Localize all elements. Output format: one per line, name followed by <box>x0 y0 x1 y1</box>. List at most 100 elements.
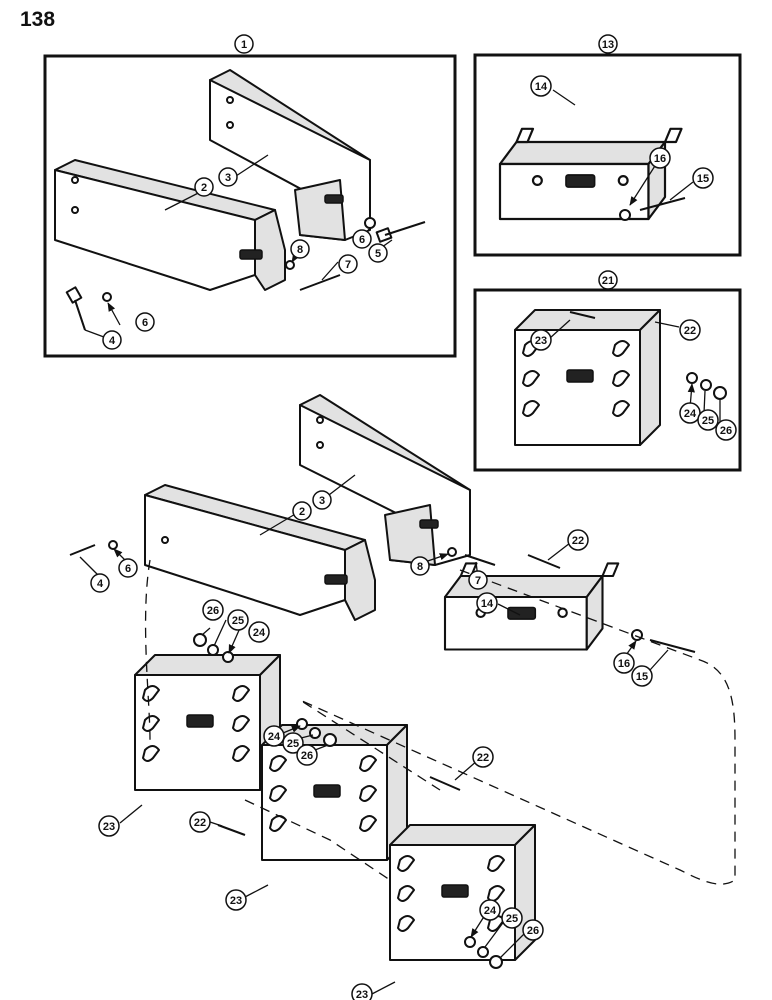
svg-text:4: 4 <box>97 578 104 590</box>
svg-text:26: 26 <box>207 605 219 617</box>
callout: 2 <box>292 501 312 521</box>
washer-8 <box>285 260 295 270</box>
washer-6-main <box>108 540 118 550</box>
svg-text:22: 22 <box>572 535 584 547</box>
svg-text:24: 24 <box>253 627 266 639</box>
callout: 6 <box>352 229 372 249</box>
callout: 23 <box>225 889 247 911</box>
nut-26-main-c <box>489 955 503 969</box>
callout: 14 <box>530 75 552 97</box>
bolt-23-main-c <box>217 824 246 836</box>
svg-text:4: 4 <box>109 335 116 347</box>
inset-box-21 <box>473 288 742 472</box>
callout: 22 <box>472 746 494 768</box>
svg-text:26: 26 <box>301 750 313 762</box>
callout: 23 <box>98 815 120 837</box>
svg-text:3: 3 <box>319 495 325 507</box>
assembly-path-2 <box>244 799 391 881</box>
nut-26-main-a <box>193 633 207 647</box>
svg-text:22: 22 <box>477 752 489 764</box>
inset-label-13: 13 <box>598 34 618 54</box>
washer-25-main-a <box>207 644 219 656</box>
washer-16-main <box>631 629 643 641</box>
svg-text:26: 26 <box>527 925 539 937</box>
svg-text:25: 25 <box>287 738 299 750</box>
callout: 25 <box>282 732 304 754</box>
svg-text:6: 6 <box>142 317 148 329</box>
callout: 3 <box>218 167 238 187</box>
callout: 24 <box>248 621 270 643</box>
bolt-5 <box>375 221 426 243</box>
washer-6-a <box>364 217 376 229</box>
svg-text:6: 6 <box>359 234 365 246</box>
callout: 16 <box>613 652 635 674</box>
washer-25-main-b <box>309 727 321 739</box>
callout: 14 <box>476 592 498 614</box>
callout: 7 <box>468 570 488 590</box>
svg-text:8: 8 <box>297 244 303 256</box>
svg-text:23: 23 <box>103 821 115 833</box>
callout: 23 <box>351 983 373 1000</box>
callout: 25 <box>227 609 249 631</box>
callout: 3 <box>312 490 332 510</box>
callout: 6 <box>135 312 155 332</box>
svg-text:6: 6 <box>125 563 131 575</box>
svg-text:14: 14 <box>481 598 494 610</box>
svg-text:15: 15 <box>636 671 648 683</box>
weight-bracket-left <box>54 159 286 291</box>
callout: 4 <box>90 573 110 593</box>
callout: 25 <box>697 409 719 431</box>
inset-label-21: 21 <box>598 270 618 290</box>
svg-text:2: 2 <box>201 182 207 194</box>
callout: 23 <box>530 329 552 351</box>
washer-24-inset <box>686 372 698 384</box>
svg-text:7: 7 <box>475 575 481 587</box>
svg-text:23: 23 <box>535 335 547 347</box>
svg-text:23: 23 <box>356 989 368 1000</box>
bolt-23-main-b <box>429 776 461 791</box>
bolt-23-inset <box>569 311 596 319</box>
svg-text:7: 7 <box>345 259 351 271</box>
svg-text:26: 26 <box>720 425 732 437</box>
washer-25-main-c <box>477 946 489 958</box>
bolt-7-main <box>464 554 496 566</box>
callouts: 2 3 4 5 6 6 7 8 14 15 16 22 23 24 25 26 … <box>90 75 737 1000</box>
callout: 2 <box>194 177 214 197</box>
svg-text:13: 13 <box>602 39 614 51</box>
callout: 26 <box>202 599 224 621</box>
svg-text:5: 5 <box>375 248 381 260</box>
weight-plate-1 <box>134 654 281 791</box>
inset-box-1 <box>43 54 457 358</box>
callout: 22 <box>679 319 701 341</box>
svg-text:25: 25 <box>702 415 714 427</box>
nut-26-main-b <box>323 733 337 747</box>
page-number: 138 <box>20 8 56 31</box>
bolt-4 <box>65 286 86 331</box>
callout: 22 <box>189 811 211 833</box>
callout: 26 <box>522 919 544 941</box>
svg-text:1: 1 <box>241 39 247 51</box>
svg-text:16: 16 <box>654 153 666 165</box>
weight-bracket-right-main <box>299 394 471 566</box>
weight-bracket-left-main <box>144 484 376 621</box>
washer-24-main-a <box>222 651 234 663</box>
svg-text:25: 25 <box>506 913 518 925</box>
washer-8-main <box>447 547 457 557</box>
callout: 8 <box>290 239 310 259</box>
bolt-4-main <box>69 544 96 556</box>
svg-text:16: 16 <box>618 658 630 670</box>
svg-text:22: 22 <box>684 325 696 337</box>
callout: 24 <box>679 402 701 424</box>
svg-text:24: 24 <box>484 905 497 917</box>
washer-16-inset <box>619 209 631 221</box>
bolt-15-inset <box>639 197 686 211</box>
callout: 24 <box>263 725 285 747</box>
svg-text:14: 14 <box>535 81 548 93</box>
callout: 7 <box>338 254 358 274</box>
inset-box-13 <box>473 53 742 257</box>
washer-6-b <box>102 292 112 302</box>
weight-plate-3 <box>389 824 536 961</box>
svg-text:24: 24 <box>268 731 281 743</box>
washer-25-inset <box>700 379 712 391</box>
